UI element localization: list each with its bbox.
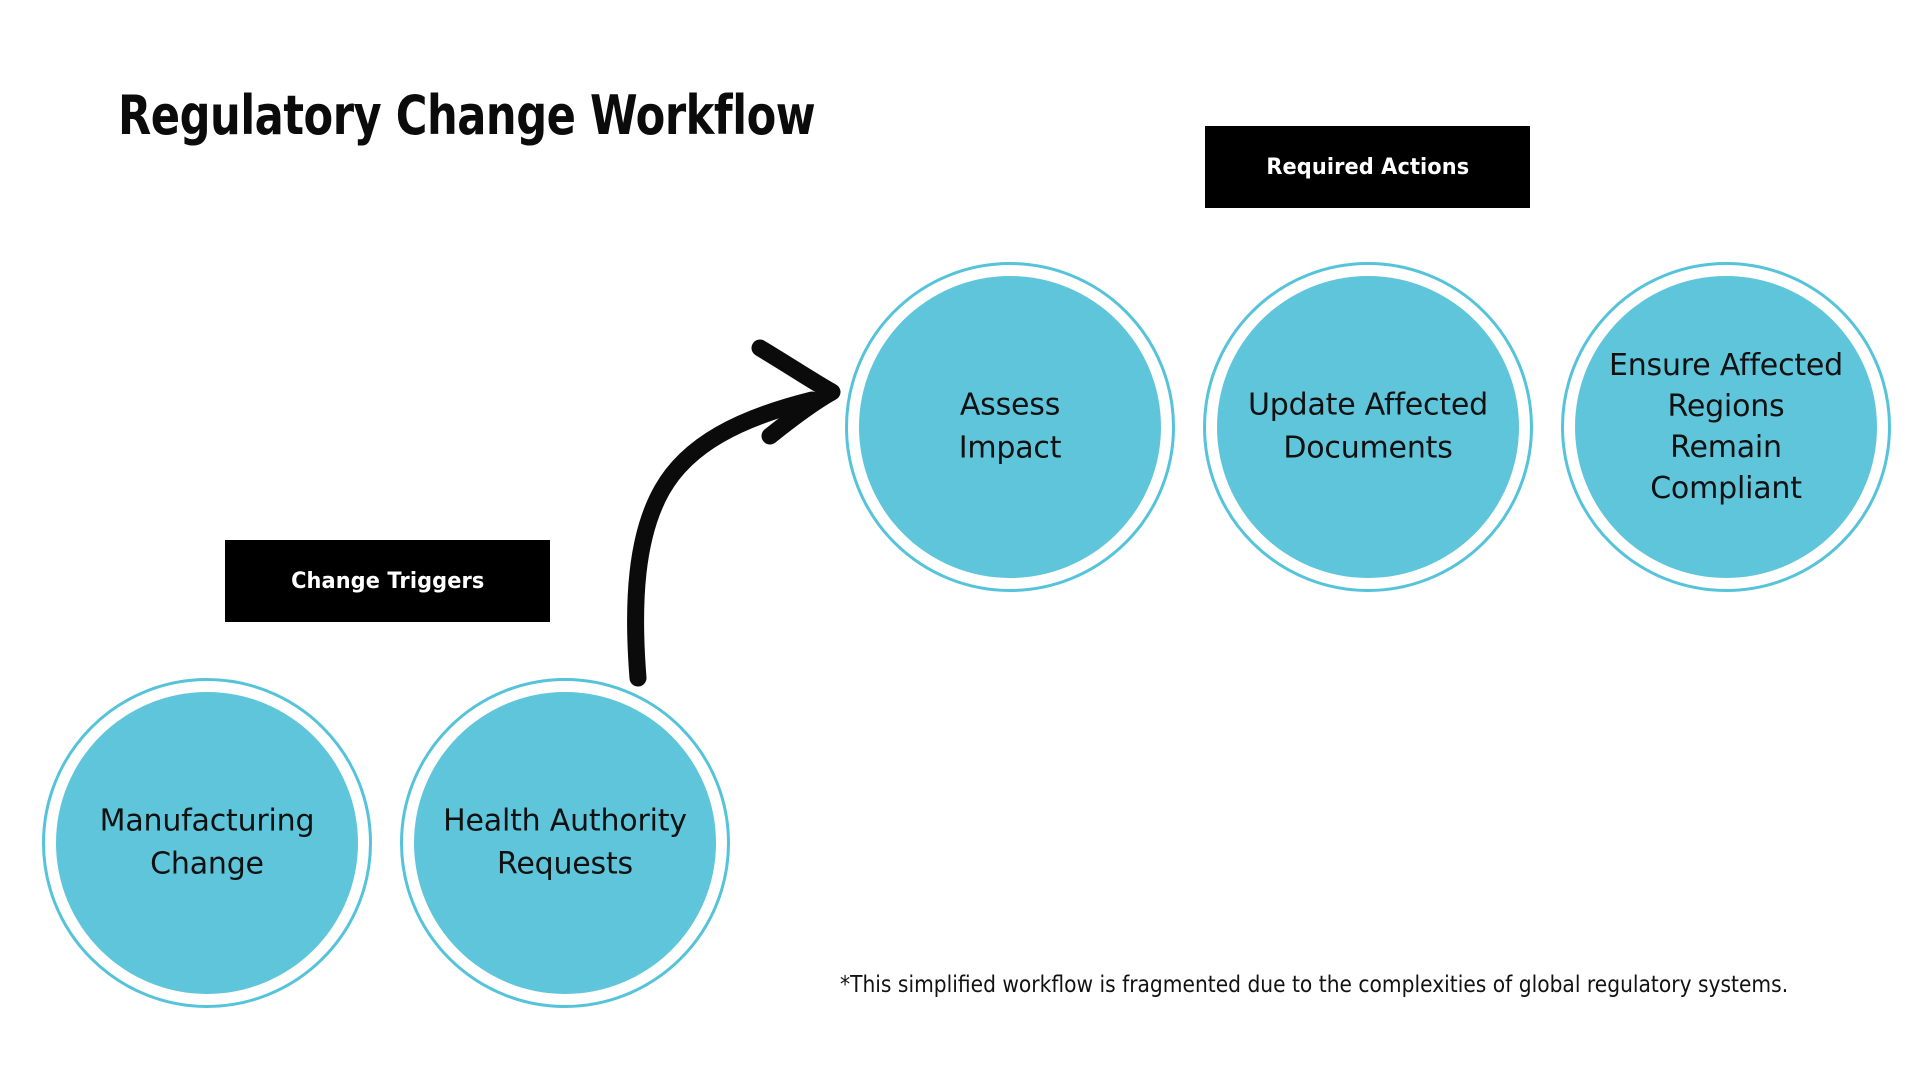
node-health-authority-requests[interactable]: Health Authority Requests [400, 678, 730, 1008]
node-fill [1217, 276, 1519, 578]
node-manufacturing-change[interactable]: Manufacturing Change [42, 678, 372, 1008]
node-ensure-affected-regions-remain-compliant[interactable]: Ensure Affected Regions Remain Compliant [1561, 262, 1891, 592]
node-update-affected-documents[interactable]: Update Affected Documents [1203, 262, 1533, 592]
curved-arrow-icon [627, 339, 841, 687]
section-label-required-actions: Required Actions [1205, 126, 1530, 208]
section-label-change-triggers-text: Change Triggers [290, 568, 485, 594]
node-fill [414, 692, 716, 994]
node-fill [859, 276, 1161, 578]
footnote-text: *This simplified workflow is fragmented … [840, 972, 1789, 998]
node-assess-impact[interactable]: Assess Impact [845, 262, 1175, 592]
section-label-required-actions-text: Required Actions [1266, 154, 1469, 180]
node-fill [56, 692, 358, 994]
node-fill [1575, 276, 1877, 578]
section-label-change-triggers: Change Triggers [225, 540, 550, 622]
page-title: Regulatory Change Workflow [118, 84, 816, 147]
